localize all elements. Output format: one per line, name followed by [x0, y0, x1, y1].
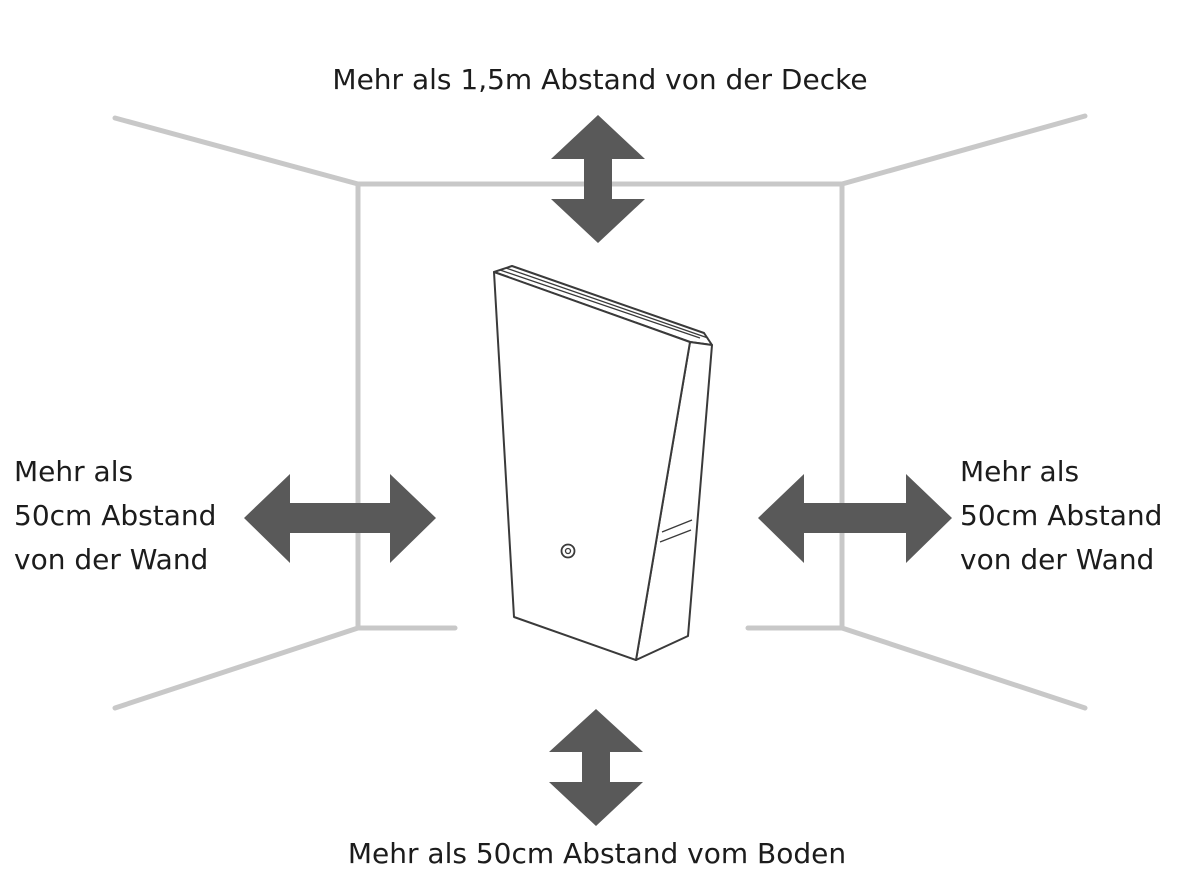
double-arrow-icon: [551, 115, 645, 243]
floor-distance-arrow: [549, 709, 643, 826]
left-wall-distance-label: Mehr als 50cm Abstand von der Wand: [14, 450, 216, 582]
right-wall-distance-label: Mehr als 50cm Abstand von der Wand: [960, 450, 1162, 582]
right-wall-distance-arrow: [758, 474, 952, 563]
floor-edge-right: [839, 625, 1088, 711]
left-wall-label-line-1: Mehr als: [14, 455, 134, 488]
right-wall-label-line-1: Mehr als: [960, 455, 1080, 488]
ceiling-edge-left: [112, 115, 361, 187]
left-wall-distance-arrow: [244, 474, 436, 563]
floor-distance-label: Mehr als 50cm Abstand vom Boden: [347, 837, 847, 870]
double-arrow-icon: [549, 709, 643, 826]
left-wall-label-line-3: von der Wand: [14, 543, 209, 576]
room-outline: [112, 113, 1088, 711]
ceiling-edge-right: [839, 113, 1088, 187]
floor-edge-left: [112, 625, 361, 711]
left-wall-label-line-2: 50cm Abstand: [14, 499, 217, 532]
right-wall-label-line-2: 50cm Abstand: [960, 499, 1163, 532]
double-arrow-icon: [244, 474, 436, 563]
right-wall-label-line-3: von der Wand: [960, 543, 1155, 576]
double-arrow-icon: [758, 474, 952, 563]
ceiling-distance-label: Mehr als 1,5m Abstand von der Decke: [332, 63, 868, 96]
ceiling-distance-arrow: [551, 115, 645, 243]
router-device-icon: [493, 265, 713, 661]
device-front-panel: [493, 271, 691, 661]
